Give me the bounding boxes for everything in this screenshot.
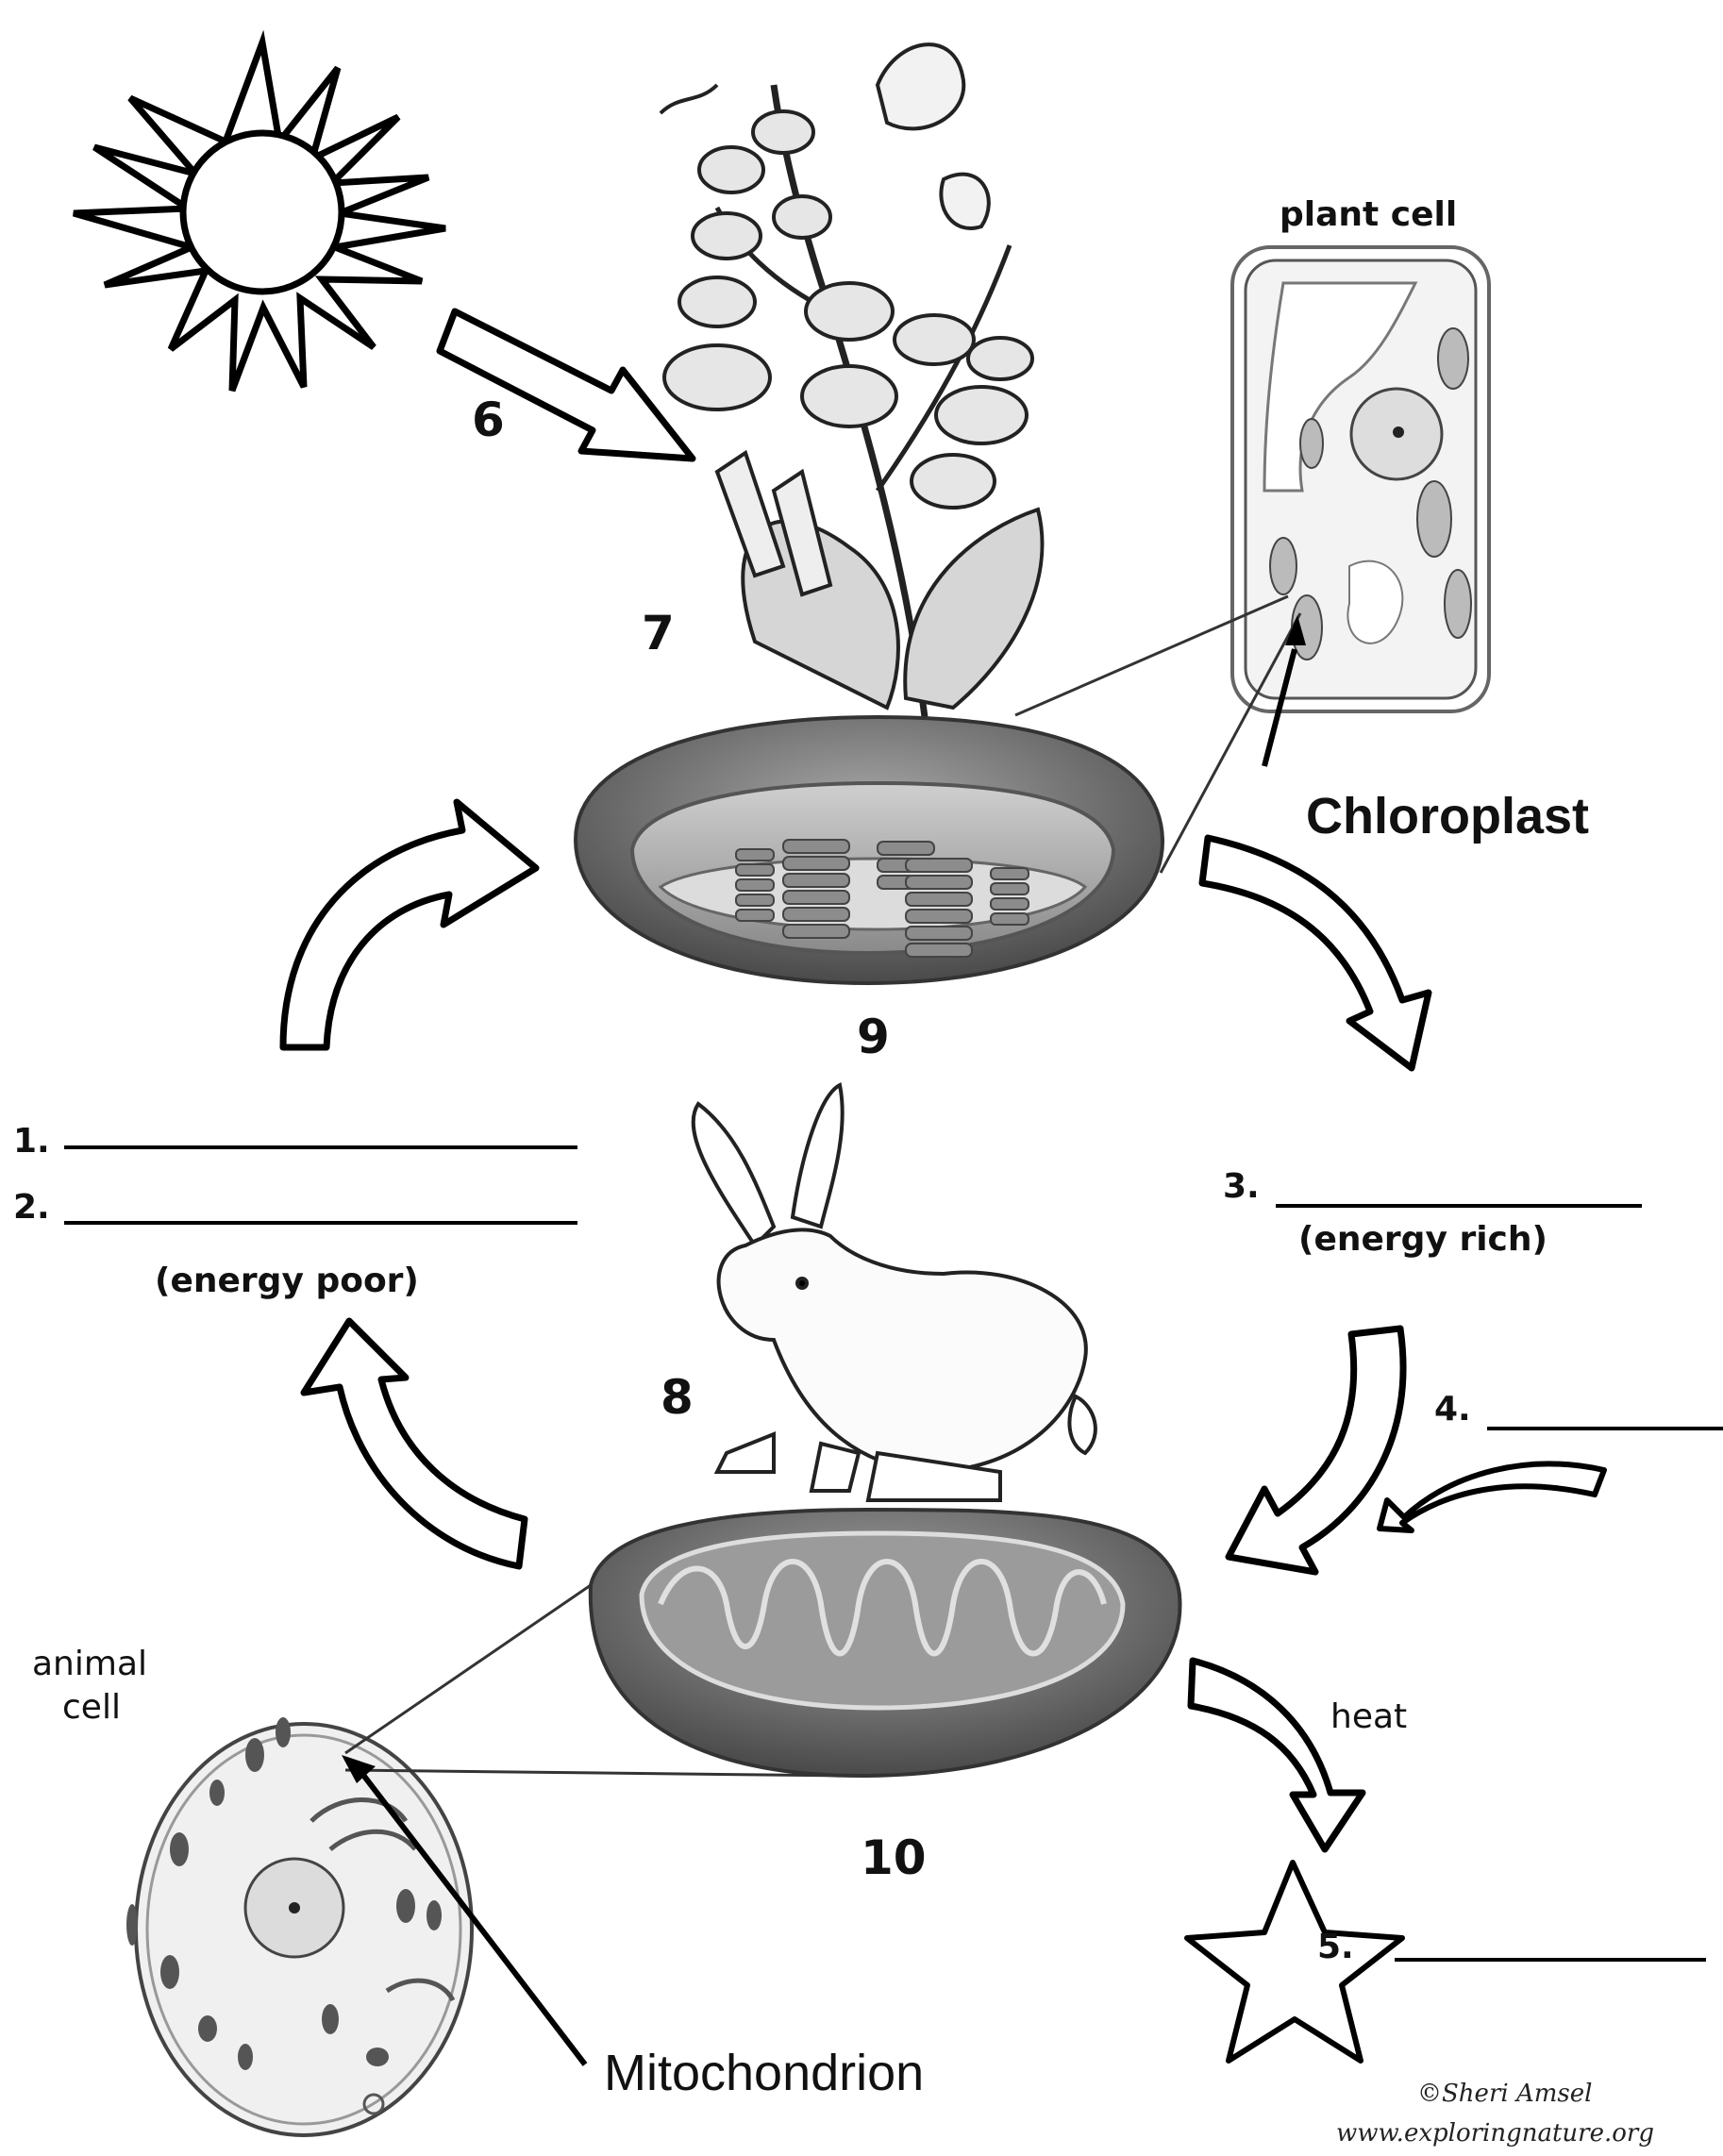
animal-cell-label-line2: cell xyxy=(62,1691,121,1725)
sun-disc xyxy=(183,133,342,292)
number-7: 7 xyxy=(642,610,675,657)
plant-cell xyxy=(1232,247,1489,711)
energy-rich-label: (energy rich) xyxy=(1298,1223,1547,1257)
blank-label-5: 5. xyxy=(1317,1930,1354,1964)
animal-cell-label-line1: animal xyxy=(32,1647,147,1681)
number-6: 6 xyxy=(472,396,505,443)
cycle-arrow-from-mitochondrion xyxy=(304,1321,525,1566)
blank-label-1: 1. xyxy=(13,1125,50,1159)
plant-illustration xyxy=(661,44,1042,717)
heat-label: heat xyxy=(1330,1700,1407,1734)
chloroplast-organelle xyxy=(576,717,1163,983)
credit-line-1: ©Sheri Amsel xyxy=(1417,2081,1592,2106)
cycle-arrow-to-mitochondrion xyxy=(1229,1329,1403,1572)
cycle-arrow-to-chloroplast xyxy=(283,802,536,1047)
mitochondrion-label: Mitochondrion xyxy=(604,2047,924,2098)
animal-cell xyxy=(126,1717,472,2135)
number-10: 10 xyxy=(861,1834,927,1881)
chloroplast-label: Chloroplast xyxy=(1306,791,1589,842)
heat-arrow xyxy=(1191,1661,1363,1849)
input-arrow-4 xyxy=(1380,1463,1604,1530)
mitochondrion-organelle xyxy=(591,1510,1180,1776)
plant-cell-label: plant cell xyxy=(1280,198,1457,232)
star-icon xyxy=(1187,1863,1402,2061)
blank-label-2: 2. xyxy=(13,1191,50,1225)
energy-poor-label: (energy poor) xyxy=(155,1264,419,1298)
number-8: 8 xyxy=(661,1374,694,1421)
rabbit-illustration xyxy=(694,1085,1096,1500)
credit-line-2: www.exploringnature.org xyxy=(1336,2121,1654,2146)
blank-label-4: 4. xyxy=(1434,1393,1471,1427)
number-9: 9 xyxy=(857,1013,890,1061)
mitochondrion-leader-line-top xyxy=(345,1585,591,1753)
sun-icon xyxy=(74,42,445,391)
cycle-arrow-from-chloroplast xyxy=(1202,838,1429,1068)
blank-label-3: 3. xyxy=(1223,1170,1260,1204)
